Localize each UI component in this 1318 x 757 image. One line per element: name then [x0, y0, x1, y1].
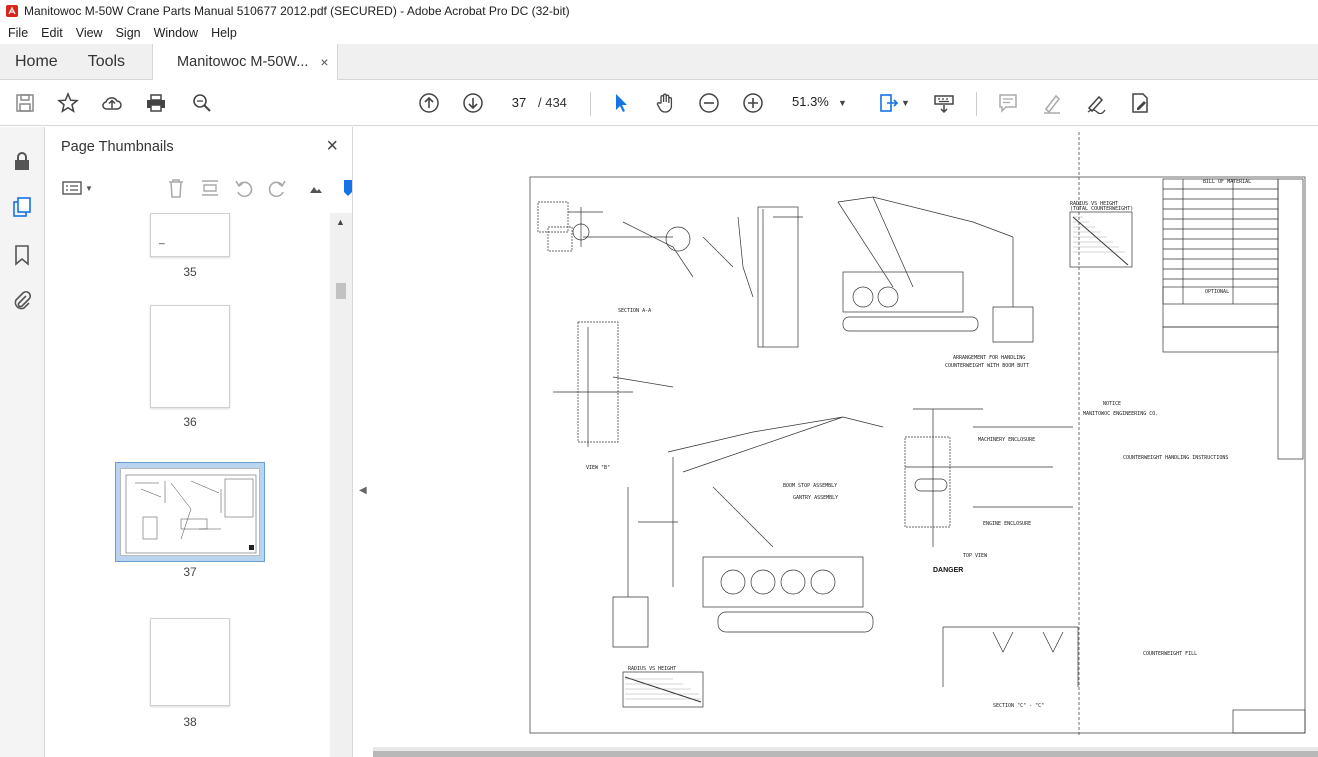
print-icon[interactable]: [144, 91, 168, 115]
navigation-rail: [0, 127, 45, 757]
page-thumbnails-icon[interactable]: [10, 195, 34, 219]
label-arrangement-2: COUNTERWEIGHT WITH BOOM BUTT: [945, 363, 1029, 369]
thumbnail-label-36: 36: [183, 415, 197, 429]
page-fit-icon[interactable]: [876, 91, 900, 115]
page-total: / 434: [538, 95, 567, 110]
menu-window[interactable]: Window: [153, 26, 199, 40]
label-radius-height-2: RADIUS VS HEIGHT: [628, 666, 676, 672]
keyboard-scroll-icon[interactable]: [932, 91, 956, 115]
scrollbar-thumb[interactable]: [336, 283, 346, 299]
fill-sign-icon[interactable]: [1128, 91, 1152, 115]
label-cw-fill: COUNTERWEIGHT FILL: [1143, 651, 1197, 657]
rotate-counterclockwise-icon[interactable]: [233, 177, 255, 199]
title-bar: Manitowoc M-50W Crane Parts Manual 51067…: [0, 0, 1318, 22]
thumbnail-page-38[interactable]: [150, 618, 230, 706]
toolbar-divider: [590, 92, 591, 116]
zoom-search-icon[interactable]: [190, 91, 214, 115]
thumbnails-panel: Page Thumbnails × ▼: [45, 127, 380, 757]
thumbnail-size-slider-icon[interactable]: [337, 177, 359, 199]
label-optional: OPTIONAL: [1205, 289, 1229, 295]
thumbnail-scrollbar[interactable]: ▲: [330, 213, 352, 757]
tab-close-icon[interactable]: ×: [320, 54, 329, 70]
tab-document-label: Manitowoc M-50W...: [177, 54, 309, 70]
thumbnail-page-37-selected[interactable]: [115, 462, 265, 562]
previous-page-icon[interactable]: [417, 91, 441, 115]
label-notice: NOTICE: [1103, 401, 1121, 407]
thumbnail-page-36[interactable]: [150, 305, 230, 408]
label-engine: ENGINE ENCLOSURE: [983, 521, 1031, 527]
zoom-in-icon[interactable]: [741, 91, 765, 115]
label-radius-height: RADIUS VS HEIGHT: [1070, 201, 1118, 207]
panel-title: Page Thumbnails: [61, 139, 174, 155]
label-total-cw: (TOTAL COUNTERWEIGHT): [1070, 206, 1133, 212]
bookmarks-icon[interactable]: [10, 243, 34, 267]
label-section-cc: SECTION "C" - "C": [993, 703, 1044, 709]
select-cursor-icon[interactable]: [609, 91, 633, 115]
extract-pages-icon[interactable]: [199, 177, 221, 199]
rotate-clockwise-icon[interactable]: [266, 177, 288, 199]
toolbar-divider: [976, 92, 977, 116]
tab-document[interactable]: Manitowoc M-50W... ×: [152, 44, 338, 80]
label-view-b: VIEW "B": [586, 465, 610, 471]
lock-icon[interactable]: [10, 149, 34, 173]
comment-icon[interactable]: [996, 91, 1020, 115]
main-area: Page Thumbnails × ▼: [0, 127, 1318, 757]
panel-close-icon[interactable]: ×: [326, 135, 338, 157]
thumbnail-list: _ 35 36: [45, 213, 330, 757]
menu-view[interactable]: View: [75, 26, 103, 40]
options-dropdown-icon[interactable]: ▼: [85, 183, 93, 193]
thumbnail-35-mark: _: [159, 234, 165, 245]
small-thumbnails-icon[interactable]: [305, 177, 327, 199]
menu-help[interactable]: Help: [211, 26, 237, 40]
scroll-up-icon[interactable]: ▲: [336, 217, 345, 227]
label-top-view: TOP VIEW: [963, 553, 988, 559]
tab-home[interactable]: Home: [15, 52, 58, 70]
menu-sign[interactable]: Sign: [115, 26, 141, 40]
crane-drawing: SECTION A-A VIEW "B" ARRANGEMENT FOR HAN…: [529, 132, 1306, 737]
thumbnail-37-image: [120, 468, 260, 556]
label-manitowoc: MANITOWOC ENGINEERING CO.: [1083, 411, 1158, 417]
collapse-panel-icon[interactable]: ◀: [359, 485, 367, 496]
label-danger: DANGER: [933, 567, 963, 574]
zoom-out-icon[interactable]: [697, 91, 721, 115]
label-section-aa: SECTION A-A: [618, 308, 651, 314]
panel-toolbar: ▼: [61, 177, 380, 201]
options-menu-icon[interactable]: [61, 177, 83, 199]
menu-bar: File Edit View Sign Window Help: [0, 22, 1318, 44]
tab-tools[interactable]: Tools: [87, 52, 126, 70]
acrobat-icon: [6, 5, 18, 17]
tab-bar: Home Tools Manitowoc M-50W... ×: [0, 44, 1318, 80]
panel-splitter[interactable]: ◀: [353, 127, 373, 757]
delete-page-icon[interactable]: [165, 177, 187, 199]
label-machinery: MACHINERY ENCLOSURE: [978, 437, 1035, 443]
bookmark-star-icon[interactable]: [56, 91, 80, 115]
label-gantry: GANTRY ASSEMBLY: [793, 495, 838, 501]
label-bill: BILL OF MATERIAL: [1203, 179, 1251, 185]
menu-file[interactable]: File: [8, 26, 29, 40]
pdf-page: SECTION A-A VIEW "B" ARRANGEMENT FOR HAN…: [373, 127, 1318, 747]
upload-cloud-icon[interactable]: [100, 91, 124, 115]
hand-tool-icon[interactable]: [653, 91, 677, 115]
next-page-icon[interactable]: [461, 91, 485, 115]
page-number-input[interactable]: 37: [503, 91, 535, 115]
label-arrangement: ARRANGEMENT FOR HANDLING: [953, 355, 1025, 361]
thumbnail-page-35[interactable]: _: [150, 213, 230, 257]
draw-sign-icon[interactable]: [1084, 91, 1108, 115]
thumbnail-label-38: 38: [183, 715, 197, 729]
window-title: Manitowoc M-50W Crane Parts Manual 51067…: [24, 4, 570, 18]
toolbar: 37 / 434 51.3% ▼ ▼: [0, 80, 1318, 126]
thumbnail-label-35: 35: [183, 265, 197, 279]
thumbnail-label-37: 37: [183, 565, 197, 579]
highlight-pen-icon[interactable]: [1040, 91, 1064, 115]
page-fit-dropdown-icon[interactable]: ▼: [901, 98, 910, 108]
label-cw-instructions: COUNTERWEIGHT HANDLING INSTRUCTIONS: [1123, 455, 1228, 461]
save-icon[interactable]: [13, 91, 37, 115]
menu-edit[interactable]: Edit: [41, 26, 63, 40]
label-boom-stop: BOOM STOP ASSEMBLY: [783, 483, 837, 489]
attachments-icon[interactable]: [10, 289, 34, 313]
document-viewer[interactable]: SECTION A-A VIEW "B" ARRANGEMENT FOR HAN…: [373, 127, 1318, 757]
zoom-level-input[interactable]: 51.3%: [792, 94, 829, 109]
horizontal-scrollbar[interactable]: [373, 751, 1318, 757]
zoom-dropdown-icon[interactable]: ▼: [838, 98, 847, 108]
